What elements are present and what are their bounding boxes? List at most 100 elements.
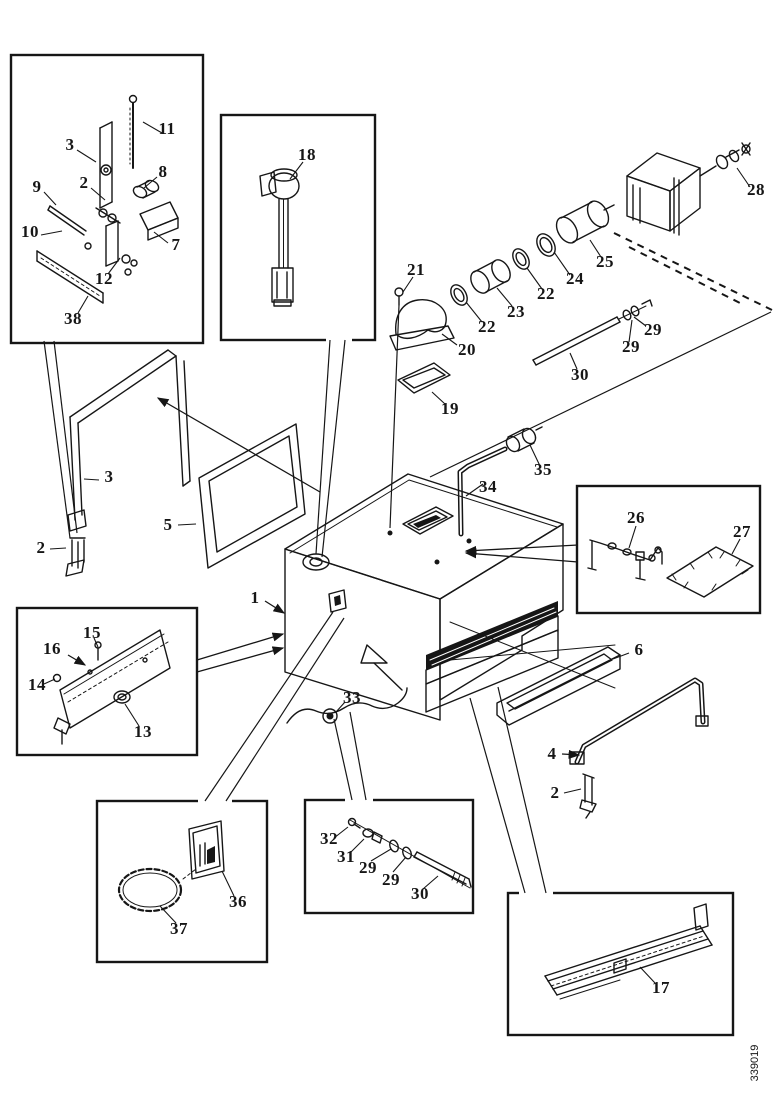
- border-gaps: [198, 336, 553, 898]
- callout-label: 8: [159, 162, 168, 181]
- leader-line: [77, 295, 89, 314]
- callout-label: 2: [551, 783, 560, 802]
- assembly-line: [315, 339, 331, 555]
- callout-label: 35: [534, 460, 552, 479]
- shaft-detail-art: [347, 817, 472, 889]
- callout-label: 25: [596, 252, 614, 271]
- callout-label: 37: [170, 919, 188, 938]
- leader-line: [465, 483, 484, 497]
- leader-line: [43, 678, 56, 685]
- front-frame-handle-art: [449, 621, 709, 819]
- assembly-line: [53, 340, 78, 534]
- leader-line: [526, 267, 543, 290]
- leader-line: [441, 333, 458, 346]
- leader-line: [349, 838, 365, 854]
- arrow-line: [264, 600, 286, 614]
- callout-label: 30: [411, 884, 429, 903]
- callout-labels: 1138291071238182120222322242528292930193…: [21, 119, 765, 997]
- callout-label: 22: [478, 317, 496, 336]
- inset-box: [219, 113, 377, 342]
- callout-label: 29: [382, 870, 400, 889]
- harness-panel-art: [587, 539, 754, 598]
- control-plate-art: [52, 629, 171, 745]
- leader-line: [529, 444, 541, 467]
- tray-art: [544, 903, 713, 1000]
- leader-line: [496, 287, 513, 307]
- callout-label: 26: [627, 508, 645, 527]
- callout-label: 9: [33, 177, 42, 196]
- callout-label: 1: [251, 588, 260, 607]
- callout-label: 6: [635, 640, 644, 659]
- leader-line: [40, 230, 63, 236]
- assembly-line: [225, 617, 345, 802]
- leader-line: [333, 826, 349, 839]
- leader-line: [465, 301, 483, 323]
- leader-line: [553, 251, 571, 276]
- leader-line: [370, 848, 392, 862]
- leader-line: [49, 547, 67, 550]
- assembly-line: [497, 686, 547, 894]
- callout-label: 34: [479, 477, 497, 496]
- assembly-line: [43, 340, 71, 539]
- callout-leaders: [40, 121, 751, 984]
- callout-label: 38: [64, 309, 82, 328]
- inset-box: [15, 606, 199, 757]
- leader-line: [153, 231, 169, 244]
- arrow-line: [67, 654, 87, 666]
- dashed-lines: [613, 232, 773, 311]
- inset-box: [95, 799, 269, 964]
- dashed-line: [628, 246, 743, 305]
- leader-line: [159, 905, 177, 924]
- callout-label: 17: [652, 978, 670, 997]
- callout-label: 28: [747, 180, 765, 199]
- leader-line: [221, 870, 235, 897]
- leader-line: [143, 176, 158, 189]
- leader-line: [589, 239, 602, 258]
- leader-line: [422, 875, 439, 890]
- fan-plate-clamp-art: [117, 820, 225, 913]
- cabinet-art: [284, 473, 564, 724]
- leader-line: [335, 701, 346, 713]
- leader-line: [83, 478, 100, 481]
- inset-box: [303, 798, 475, 915]
- arrow-line: [196, 632, 285, 661]
- inset-box: [506, 891, 735, 1037]
- callout-label: 19: [441, 399, 459, 418]
- callout-label: 4: [548, 744, 557, 763]
- leader-line: [90, 187, 106, 201]
- callout-label: 31: [337, 847, 355, 866]
- inset-boxes: [9, 53, 762, 1037]
- leader-line: [107, 257, 121, 275]
- part-artwork: [36, 94, 754, 1000]
- callout-label: 36: [229, 892, 247, 911]
- leader-line: [392, 856, 407, 873]
- leader-line: [76, 149, 97, 163]
- leader-line: [628, 525, 637, 549]
- leader-line: [289, 161, 304, 180]
- heater-bracket-parts-art: [36, 94, 179, 304]
- arrow-line: [156, 397, 321, 493]
- leader-line: [142, 121, 163, 134]
- callout-label: 33: [343, 688, 361, 707]
- leader-line: [628, 319, 633, 343]
- assembly-line: [389, 304, 400, 529]
- valve-part-art: [259, 168, 300, 307]
- figure-number: 339019: [749, 1045, 761, 1082]
- callout-label: 12: [95, 269, 113, 288]
- leader-line: [177, 523, 197, 526]
- leader-line: [731, 538, 741, 555]
- callout-label: 30: [571, 365, 589, 384]
- callout-label: 29: [644, 320, 662, 339]
- assembly-line: [429, 311, 772, 478]
- leader-line: [431, 391, 446, 405]
- inset-box: [575, 484, 762, 615]
- callout-label: 11: [158, 119, 175, 138]
- auger-motor-assembly-art: [389, 142, 751, 537]
- assembly-line: [204, 611, 334, 802]
- leader-line: [639, 966, 656, 984]
- callout-label: 18: [298, 145, 316, 164]
- assembly-line: [333, 718, 353, 801]
- arrow-line: [196, 646, 285, 673]
